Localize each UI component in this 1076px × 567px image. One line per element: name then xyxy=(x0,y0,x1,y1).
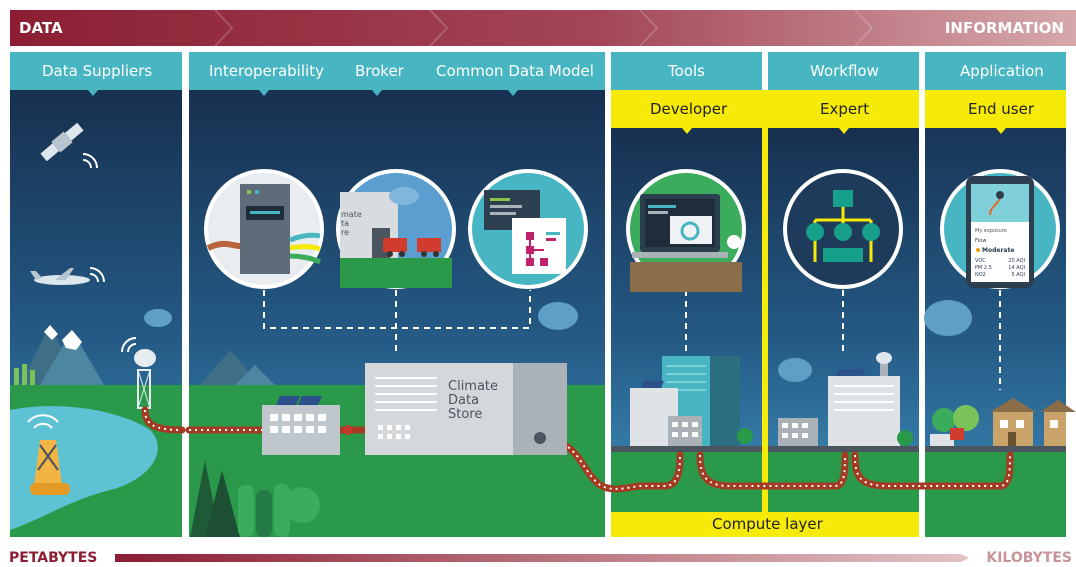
role-expert: Expert xyxy=(762,90,919,128)
broker-circle: mate ta re xyxy=(336,169,456,289)
small-building-icon xyxy=(262,396,353,455)
phone-status: Moderate xyxy=(982,247,1014,254)
phone-row1-value: 20 AQI xyxy=(1008,258,1025,264)
broker-sign-line3: re xyxy=(341,228,349,237)
header-application: Application xyxy=(925,52,1066,90)
climate-data-store-building xyxy=(365,363,567,455)
expert-circle xyxy=(783,169,903,289)
phone-row2-value: 14 AQI xyxy=(1008,265,1025,271)
role-developer: Developer xyxy=(611,90,762,128)
tools-city xyxy=(630,356,753,446)
end-user-circle: My exposure Flow Moderate VOC 20 AQI PM … xyxy=(940,169,1060,289)
data-information-banner: DATA INFORMATION xyxy=(10,10,1076,46)
store-line1: Climate xyxy=(448,379,499,394)
header-data-suppliers: Data Suppliers xyxy=(10,52,182,90)
phone-title: My exposure xyxy=(975,228,1007,234)
role-end-user: End user xyxy=(925,90,1066,128)
header-interoperability-label: Interoperability xyxy=(209,62,324,80)
header-workflow-label: Workflow xyxy=(810,62,879,80)
phone-row3-name: NO2 xyxy=(975,272,986,278)
role-expert-label: Expert xyxy=(820,100,870,118)
header-workflow: Workflow xyxy=(768,52,919,90)
footer-gradient-arrow xyxy=(115,554,969,562)
header-broker-section: Interoperability Broker Common Data Mode… xyxy=(189,52,605,90)
banner-information-label: INFORMATION xyxy=(944,19,1064,37)
footer-kilobytes-label: KILOBYTES xyxy=(986,550,1072,566)
broker-sign-line1: mate xyxy=(341,210,362,219)
header-tools-label: Tools xyxy=(668,62,705,80)
broker-sign-line2: ta xyxy=(341,219,349,228)
climate-data-store-label: Climate Data Store xyxy=(448,380,498,422)
phone-flow-label: Flow xyxy=(975,238,986,244)
phone-row1-name: VOC xyxy=(975,258,986,264)
role-end-user-label: End user xyxy=(968,100,1034,118)
header-common-data-model-label: Common Data Model xyxy=(436,62,594,80)
banner-data-label: DATA xyxy=(19,19,63,37)
footer-petabytes-label: PETABYTES xyxy=(9,550,98,566)
houses xyxy=(930,398,1076,446)
phone-row3-value: 5 AQI xyxy=(1011,272,1025,278)
developer-circle xyxy=(626,169,746,292)
header-data-suppliers-label: Data Suppliers xyxy=(42,62,153,80)
header-application-label: Application xyxy=(960,62,1044,80)
header-tools: Tools xyxy=(611,52,762,90)
header-pointers xyxy=(88,90,1006,134)
compute-layer-label: Compute layer xyxy=(712,515,823,533)
store-line2: Data xyxy=(448,393,480,408)
store-line3: Store xyxy=(448,407,483,422)
common-data-model-circle xyxy=(468,169,588,289)
interoperability-circle xyxy=(204,169,324,289)
role-developer-label: Developer xyxy=(650,100,728,118)
workflow-city xyxy=(778,352,913,446)
phone-row2-name: PM 2.5 xyxy=(975,265,992,271)
header-broker-label: Broker xyxy=(355,62,404,80)
